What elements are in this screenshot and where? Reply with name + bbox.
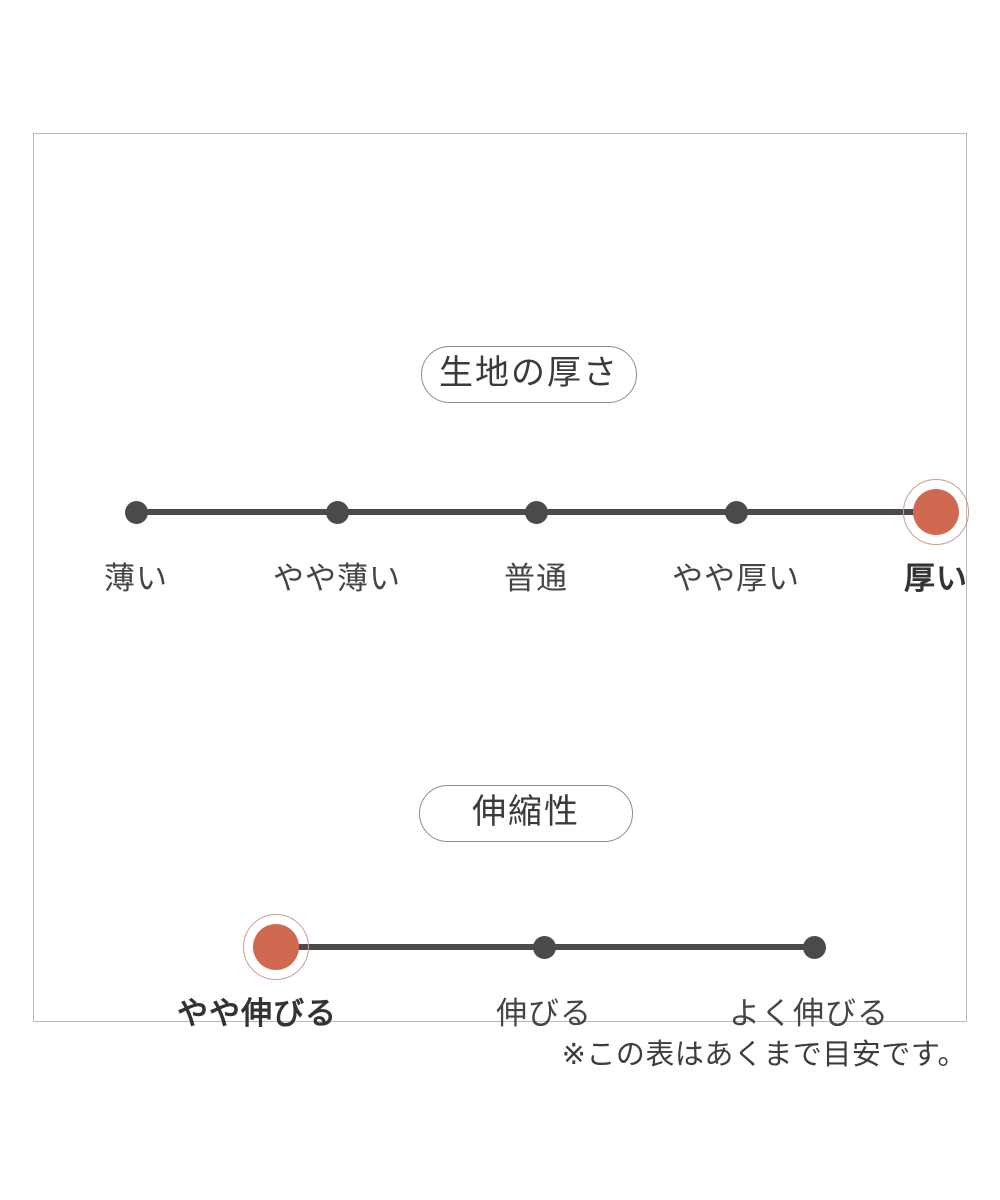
scale-dot-stretch-1-selected[interactable] [253, 924, 299, 970]
scale-label-stretch-1: やや伸びる [177, 996, 337, 1032]
scale-label-stretch-3: よく伸びる [729, 996, 889, 1032]
scale-dot-thickness-4[interactable] [724, 501, 748, 524]
section-title-thickness: 生地の厚さ [421, 346, 637, 403]
scale-label-thickness-2: やや薄い [273, 561, 401, 597]
scale-label-thickness-3: 普通 [504, 561, 568, 597]
scale-dot-ring-stretch-1 [243, 914, 309, 980]
section-title-stretch: 伸縮性 [419, 785, 633, 842]
scale-dot-thickness-1[interactable] [124, 501, 148, 524]
spec-chart-frame: 生地の厚さ 薄い やや薄い 普通 やや厚い 厚い 伸縮性 やや伸びる 伸びる よ… [33, 133, 969, 1030]
scale-dot-ring-thickness-5 [903, 479, 969, 545]
scale-dot-stretch-2[interactable] [532, 936, 556, 959]
scale-dot-thickness-5-selected[interactable] [913, 489, 959, 535]
scale-dot-thickness-3[interactable] [524, 501, 548, 524]
scale-dot-stretch-3[interactable] [802, 936, 826, 959]
scale-label-thickness-4: やや厚い [672, 561, 800, 597]
scale-label-thickness-1: 薄い [104, 561, 168, 597]
scale-label-stretch-2: 伸びる [496, 996, 592, 1032]
scale-thickness: 薄い やや薄い 普通 やや厚い 厚い [34, 474, 1000, 634]
scale-label-thickness-5: 厚い [904, 561, 968, 597]
scale-stretch: やや伸びる 伸びる よく伸びる [34, 909, 1000, 1069]
scale-dot-thickness-2[interactable] [325, 501, 349, 524]
footnote-disclaimer: ※この表はあくまで目安です。 [561, 1037, 967, 1071]
